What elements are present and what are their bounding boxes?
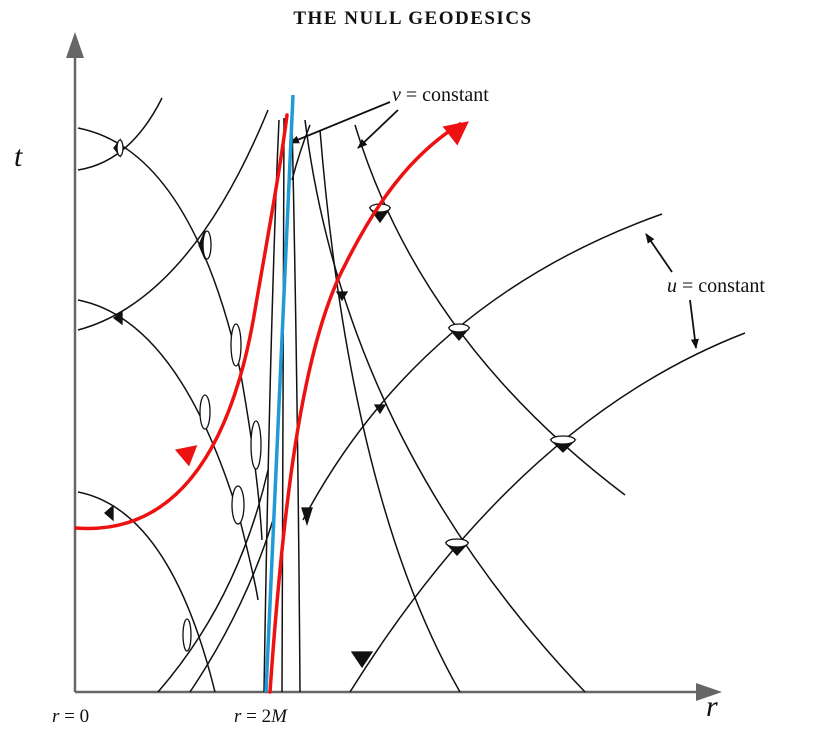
interior-ingoing-curve-2: [77, 109, 269, 331]
v-curve-2: [319, 129, 461, 693]
light-cone: [549, 435, 577, 453]
u-curve-1: [302, 213, 663, 521]
interior-ingoing-curve-3: [157, 469, 269, 693]
origin-tick-symbol: r: [52, 706, 60, 727]
interior-null-curves: [77, 97, 274, 693]
u-curve-2: [349, 332, 746, 693]
light-cone: [444, 538, 470, 556]
interior-outgoing-curve-2: [77, 299, 259, 601]
v-constant-curves: [304, 119, 626, 693]
t-axis-arrowhead: [66, 32, 84, 58]
v-symbol: v: [392, 84, 401, 106]
origin-tick-label: r = 0: [52, 706, 89, 728]
infalling-arrowhead: [174, 445, 198, 467]
light-cone: [230, 323, 242, 367]
interior-ingoing-curve-4: [189, 519, 274, 693]
u-pointer-arrow-down: [689, 299, 699, 349]
axes: [66, 32, 722, 701]
u-constant-text: = constant: [677, 275, 765, 297]
light-cone: [335, 291, 349, 302]
escaping-arrowhead: [442, 121, 469, 146]
horizon-tick-label: r = 2M: [234, 706, 287, 728]
horizon-tick-symbol: r: [234, 706, 242, 727]
horizon-tick-value: = 2: [241, 706, 272, 727]
light-cone: [447, 323, 471, 342]
red-arrowheads: [174, 121, 469, 467]
light-cone: [182, 618, 192, 652]
v-curve-1: [304, 119, 586, 693]
escaping-trajectory: [268, 122, 462, 694]
interior-ingoing-curve-1: [77, 97, 163, 171]
r-axis-label: r: [706, 690, 718, 723]
light-cone: [373, 404, 387, 415]
infalling-trajectory: [74, 113, 289, 531]
light-cones: [104, 138, 577, 669]
u-constant-label: u = constant: [667, 275, 765, 298]
r-axis-arrowhead: [696, 683, 722, 701]
light-cone: [231, 485, 245, 525]
u-constant-curves: [291, 124, 746, 693]
diagram-title: THE NULL GEODESICS: [293, 8, 533, 29]
light-cone: [301, 507, 313, 527]
v-constant-text: = constant: [400, 84, 489, 106]
light-cone: [113, 138, 124, 158]
interior-outgoing-curve-3: [77, 491, 216, 693]
light-cone: [250, 420, 262, 470]
t-axis-label: t: [14, 140, 23, 173]
horizon-line: [264, 94, 295, 693]
horizon-tick-mass-symbol: M: [271, 706, 287, 727]
u-curve-3: [291, 124, 311, 181]
v-constant-label: v = constant: [392, 84, 489, 107]
horizon-right-branch: [281, 117, 285, 693]
light-cone: [104, 504, 114, 522]
origin-tick-value: = 0: [59, 706, 90, 727]
u-pointer-arrow-up: [645, 233, 673, 273]
v-pointer-arrow-2: [357, 109, 399, 149]
v-pointer-arrow-1: [289, 101, 391, 144]
annotation-arrows: [289, 101, 699, 349]
horizon-outer-branch: [291, 119, 301, 693]
light-cone: [112, 310, 123, 326]
red-trajectories: [74, 113, 462, 694]
u-symbol: u: [667, 275, 677, 297]
light-cone: [198, 230, 212, 260]
light-cone: [199, 394, 211, 430]
light-cone: [350, 651, 374, 669]
